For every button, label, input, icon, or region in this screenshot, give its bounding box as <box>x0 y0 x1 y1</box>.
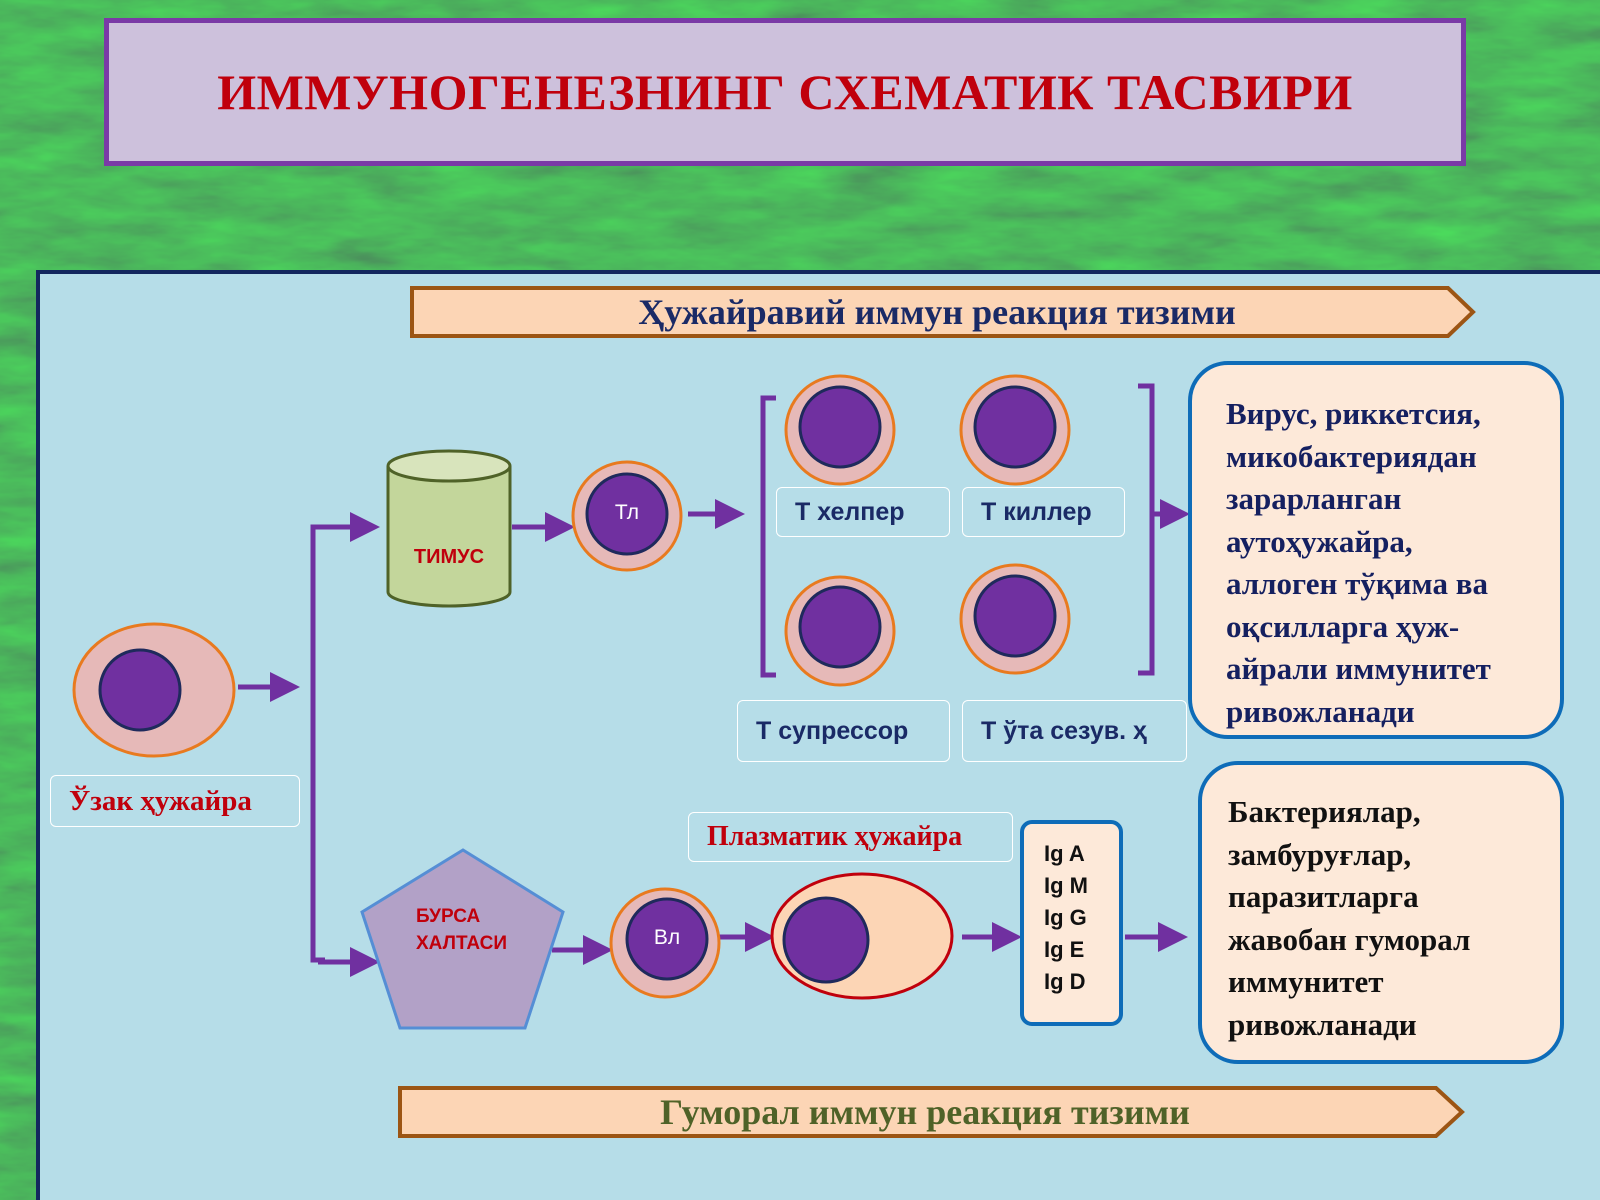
t-helper-cell <box>784 374 896 486</box>
thymus-label: ТИМУС <box>413 546 485 568</box>
ig-item: Ig A <box>1044 841 1085 866</box>
cellular-result-line: ривожланади <box>1226 693 1415 729</box>
plasma-cell-label: Плазматик ҳужайра <box>707 821 963 852</box>
t-lymphocyte-label: Тл <box>614 501 640 524</box>
humoral-result-box: Бактериялар, замбуруғлар, паразитларга ж… <box>1198 761 1564 1064</box>
t-sensitive-label: Т ўта сезув. ҳ <box>981 716 1147 745</box>
branch-line <box>310 524 325 963</box>
stem-cell-label: Ўзак ҳужайра <box>69 784 252 817</box>
t-killer-label: Т киллер <box>981 497 1092 526</box>
cellular-result-line: микобактериядан <box>1226 438 1477 474</box>
left-bracket <box>760 395 776 678</box>
right-bracket <box>1138 383 1155 676</box>
cellular-result-line: аллоген тўқима ва <box>1226 566 1488 601</box>
plasma-cell-label-box: Плазматик ҳужайра <box>688 812 1013 862</box>
cellular-result-box: Вирус, риккетсия, микобактериядан зарарл… <box>1188 361 1564 739</box>
plasma-cell <box>770 872 954 1000</box>
ig-item: Ig E <box>1044 937 1085 962</box>
t-suppressor-label: Т супрессор <box>756 716 909 745</box>
t-killer-label-box: Т киллер <box>962 487 1125 537</box>
cellular-result-line: айрали иммунитет <box>1226 651 1491 686</box>
humoral-result-line: ривожланади <box>1228 1006 1417 1042</box>
bursa-label-line-2: ХАЛТАСИ <box>416 933 507 954</box>
cellular-result-line: аутоҳужайра, <box>1226 523 1413 559</box>
immunoglobulin-box: Ig A Ig M Ig G Ig E Ig D <box>1020 820 1123 1026</box>
t-lymphocyte <box>571 460 683 572</box>
t-suppressor-cell <box>784 575 896 687</box>
humoral-banner-title: Гуморал иммун реакция тизими <box>660 1092 1190 1132</box>
t-killer-cell <box>959 374 1071 486</box>
t-suppressor-label-box: Т супрессор <box>737 700 950 762</box>
ig-item: Ig D <box>1044 969 1086 994</box>
humoral-result-line: замбуруғлар, <box>1228 836 1412 872</box>
cellular-result-line: оқсилларга ҳуж- <box>1226 608 1460 644</box>
t-sensitive-label-box: Т ўта сезув. ҳ <box>962 700 1187 762</box>
cellular-banner-shape <box>410 286 1476 338</box>
humoral-result-line: иммунитет <box>1228 964 1384 999</box>
stem-cell-label-box: Ўзак ҳужайра <box>50 775 300 827</box>
title-box: ИММУНОГЕНЕЗНИНГ СХЕМАТИК ТАСВИРИ <box>104 18 1466 166</box>
stem-cell <box>72 622 236 758</box>
t-helper-label: Т хелпер <box>795 497 905 526</box>
cellular-result-line: Вирус, риккетсия, <box>1226 396 1481 431</box>
cellular-result-line: зарарланган <box>1226 481 1402 516</box>
b-lymphocyte <box>609 887 721 999</box>
ig-item: Ig M <box>1044 873 1088 898</box>
bursa-label-line-1: БУРСА <box>416 906 481 927</box>
cellular-banner-title: Ҳужайравий иммун реакция тизими <box>638 292 1236 332</box>
t-sensitive-cell <box>959 563 1071 675</box>
t-helper-label-box: Т хелпер <box>776 487 950 537</box>
bursa-label: БУРСА ХАЛТАСИ <box>416 903 507 957</box>
humoral-result-line: Бактериялар, <box>1228 794 1421 829</box>
b-lymphocyte-label: Вл <box>653 926 681 949</box>
humoral-banner-shape <box>398 1086 1465 1138</box>
ig-item: Ig G <box>1044 905 1087 930</box>
humoral-result-line: жавобан гуморал <box>1228 921 1471 957</box>
bursa-pentagon <box>360 848 565 1030</box>
humoral-result-line: паразитларга <box>1228 879 1419 914</box>
page-title: ИММУНОГЕНЕЗНИНГ СХЕМАТИК ТАСВИРИ <box>217 64 1353 120</box>
thymus-cylinder <box>386 449 512 608</box>
